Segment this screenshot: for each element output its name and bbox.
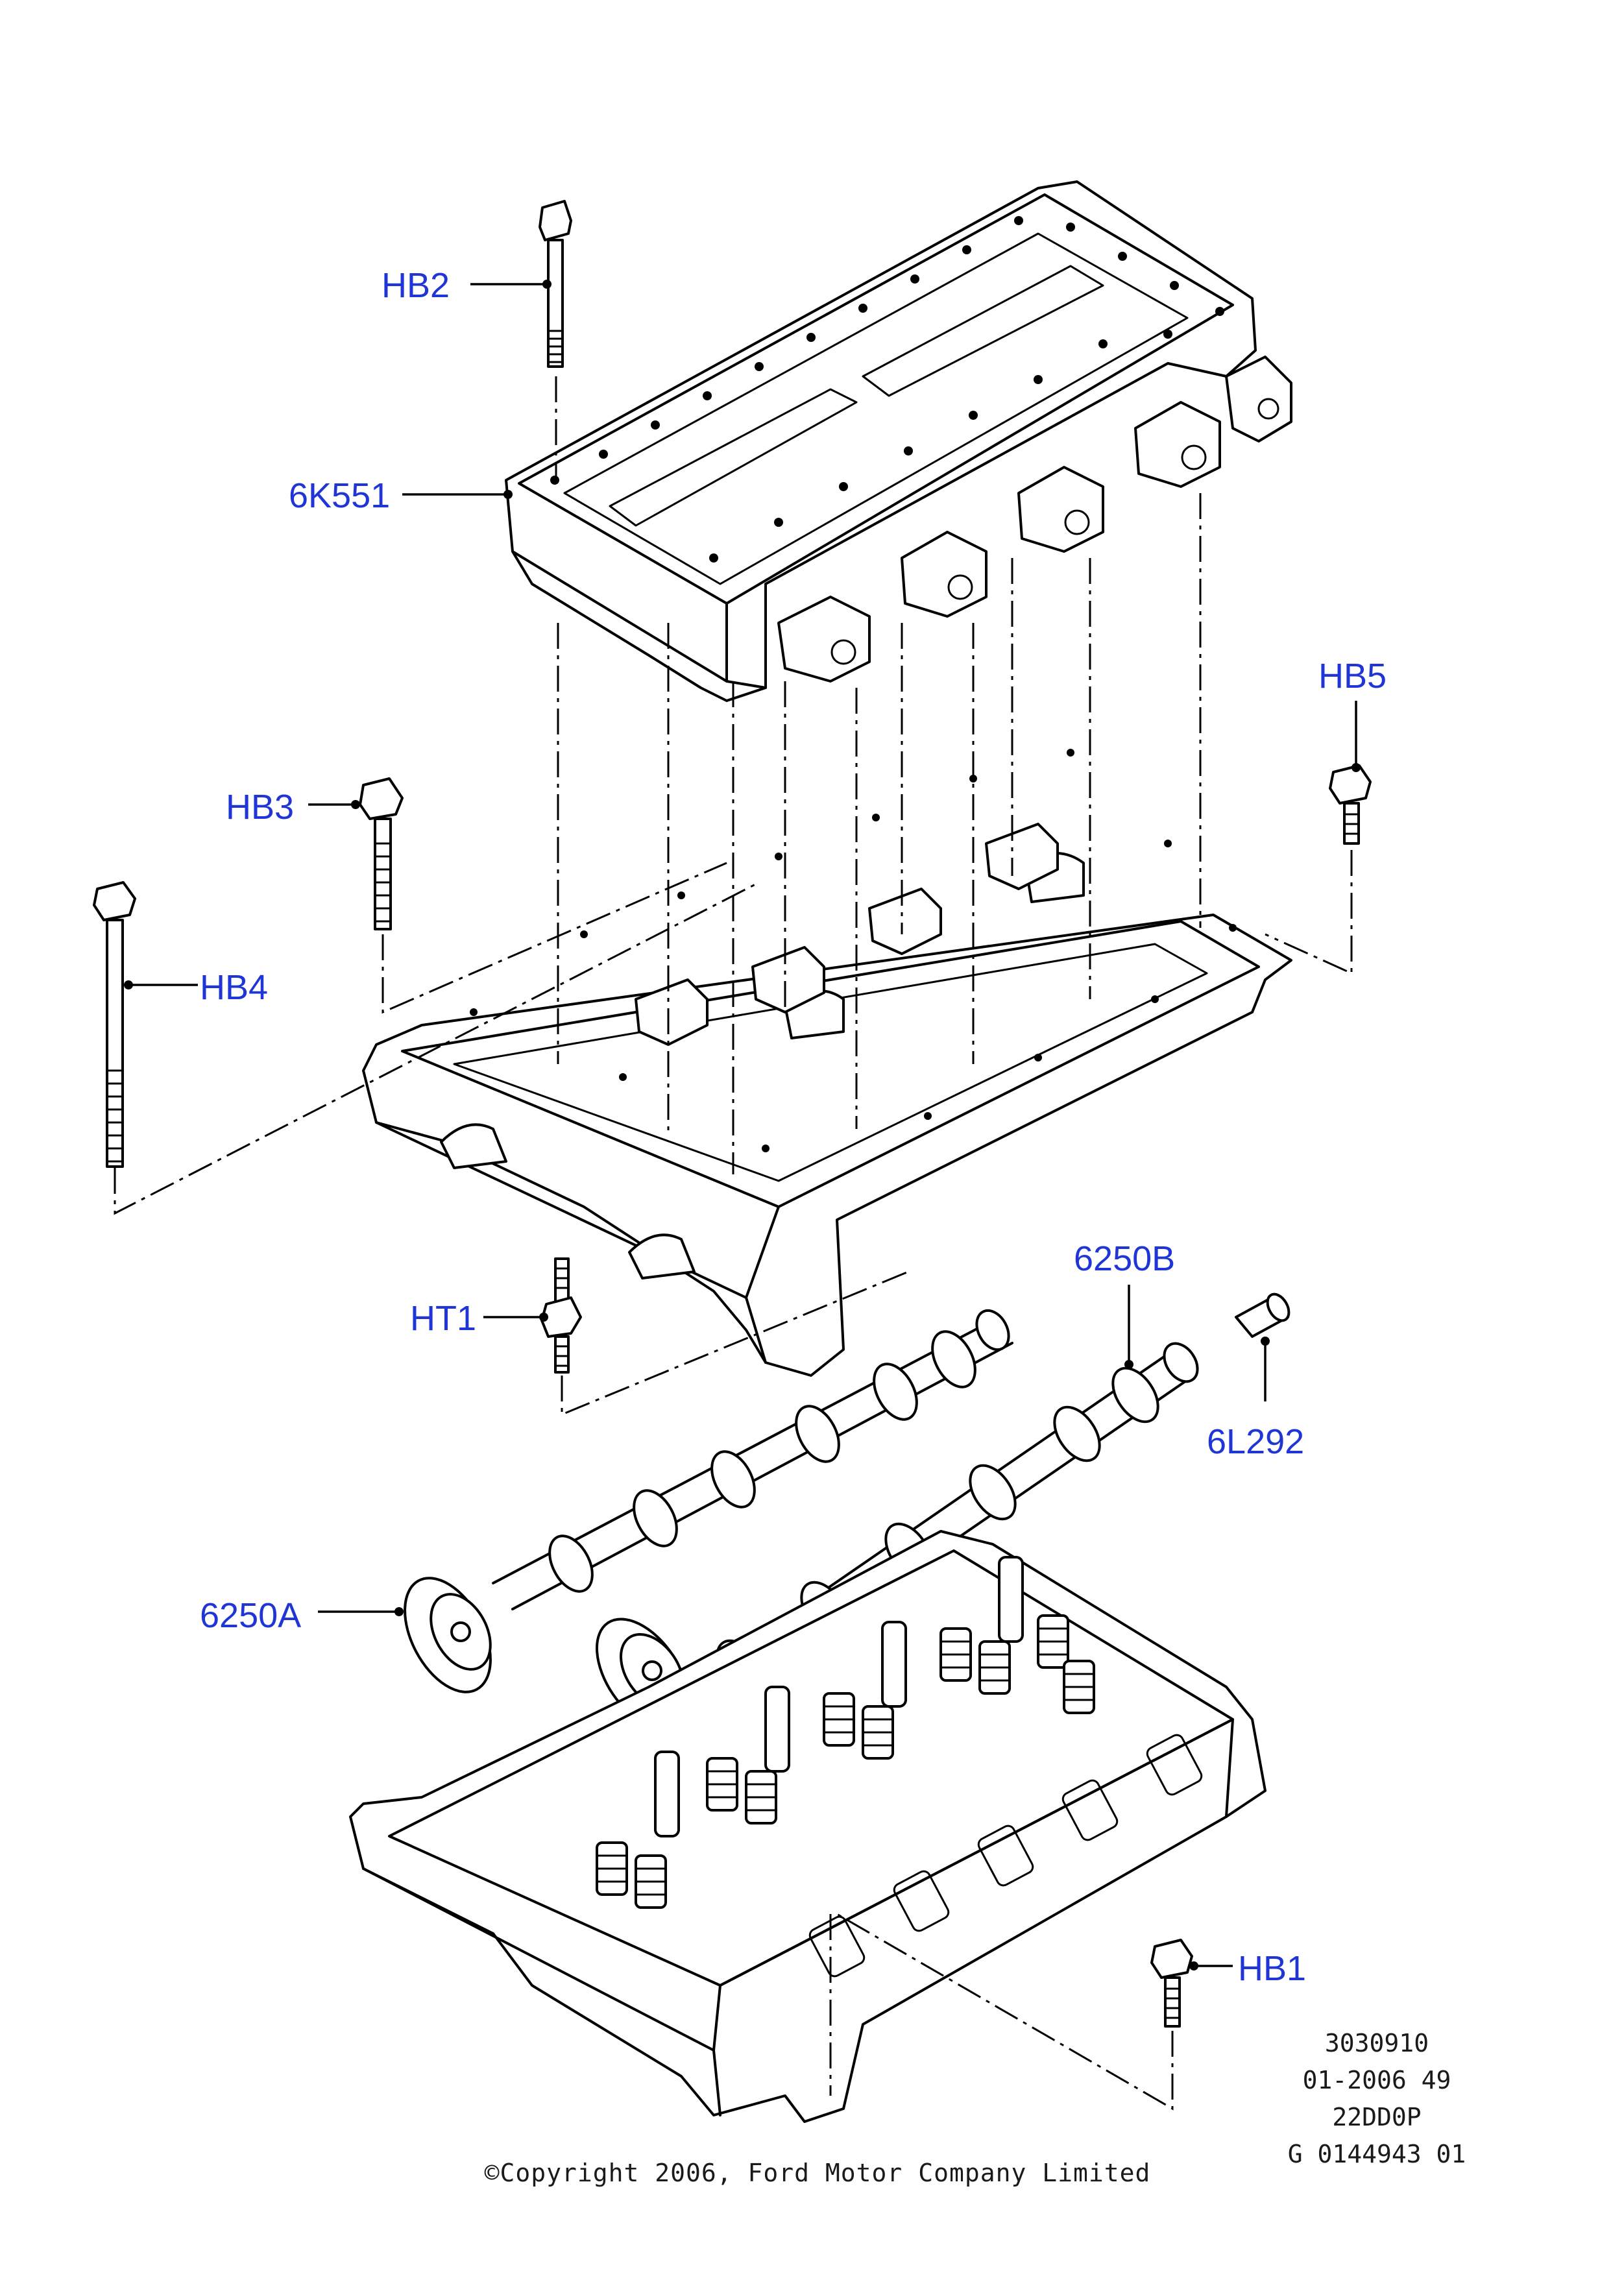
bearing-ladder-drawing [362,749,1292,1377]
bolt-hb4-drawing [93,881,136,1168]
reference-code-3: 22DD0P [1332,2103,1421,2131]
plug-6l292-drawing [1235,1292,1291,1338]
callout-ht1: HT1 [410,1299,476,1338]
callout-hb1: HB1 [1238,1949,1306,1988]
bolt-hb1-drawing [1150,1939,1193,2028]
callout-hb2: HB2 [382,266,450,305]
reference-code-1: 3030910 [1325,2029,1429,2057]
reference-code-2: 01-2006 49 [1303,2066,1451,2094]
bolt-hb2-drawing [539,200,572,368]
bolt-hb5-drawing [1329,764,1372,845]
callout-6250b: 6250B [1074,1239,1175,1278]
callout-hb3: HB3 [226,788,294,827]
callout-6k551: 6K551 [289,476,390,515]
callout-hb4: HB4 [200,968,268,1007]
callout-hb5: HB5 [1318,657,1387,696]
callout-6l292: 6L292 [1207,1422,1304,1461]
reference-code-4: G 0144943 01 [1288,2140,1466,2168]
camshaft-6250a-drawing [404,1309,1013,1693]
bolt-hb3-drawing [359,777,404,930]
stud-ht1-drawing [540,1257,582,1374]
part-labels: HB2 6K551 HB5 HB3 HB4 HT1 6250B 6L292 62… [200,266,1387,1988]
callout-6250a: 6250A [200,1596,301,1635]
copyright-notice: ©Copyright 2006, Ford Motor Company Limi… [485,2159,1151,2187]
reference-block: 3030910 01-2006 49 22DD0P G 0144943 01 [1288,2029,1466,2168]
cylinder-head-drawing [349,1530,1266,2123]
alignment-lines [114,376,1353,2111]
leader-lines [124,280,1361,1970]
camshaft-carrier-drawing [505,180,1292,702]
